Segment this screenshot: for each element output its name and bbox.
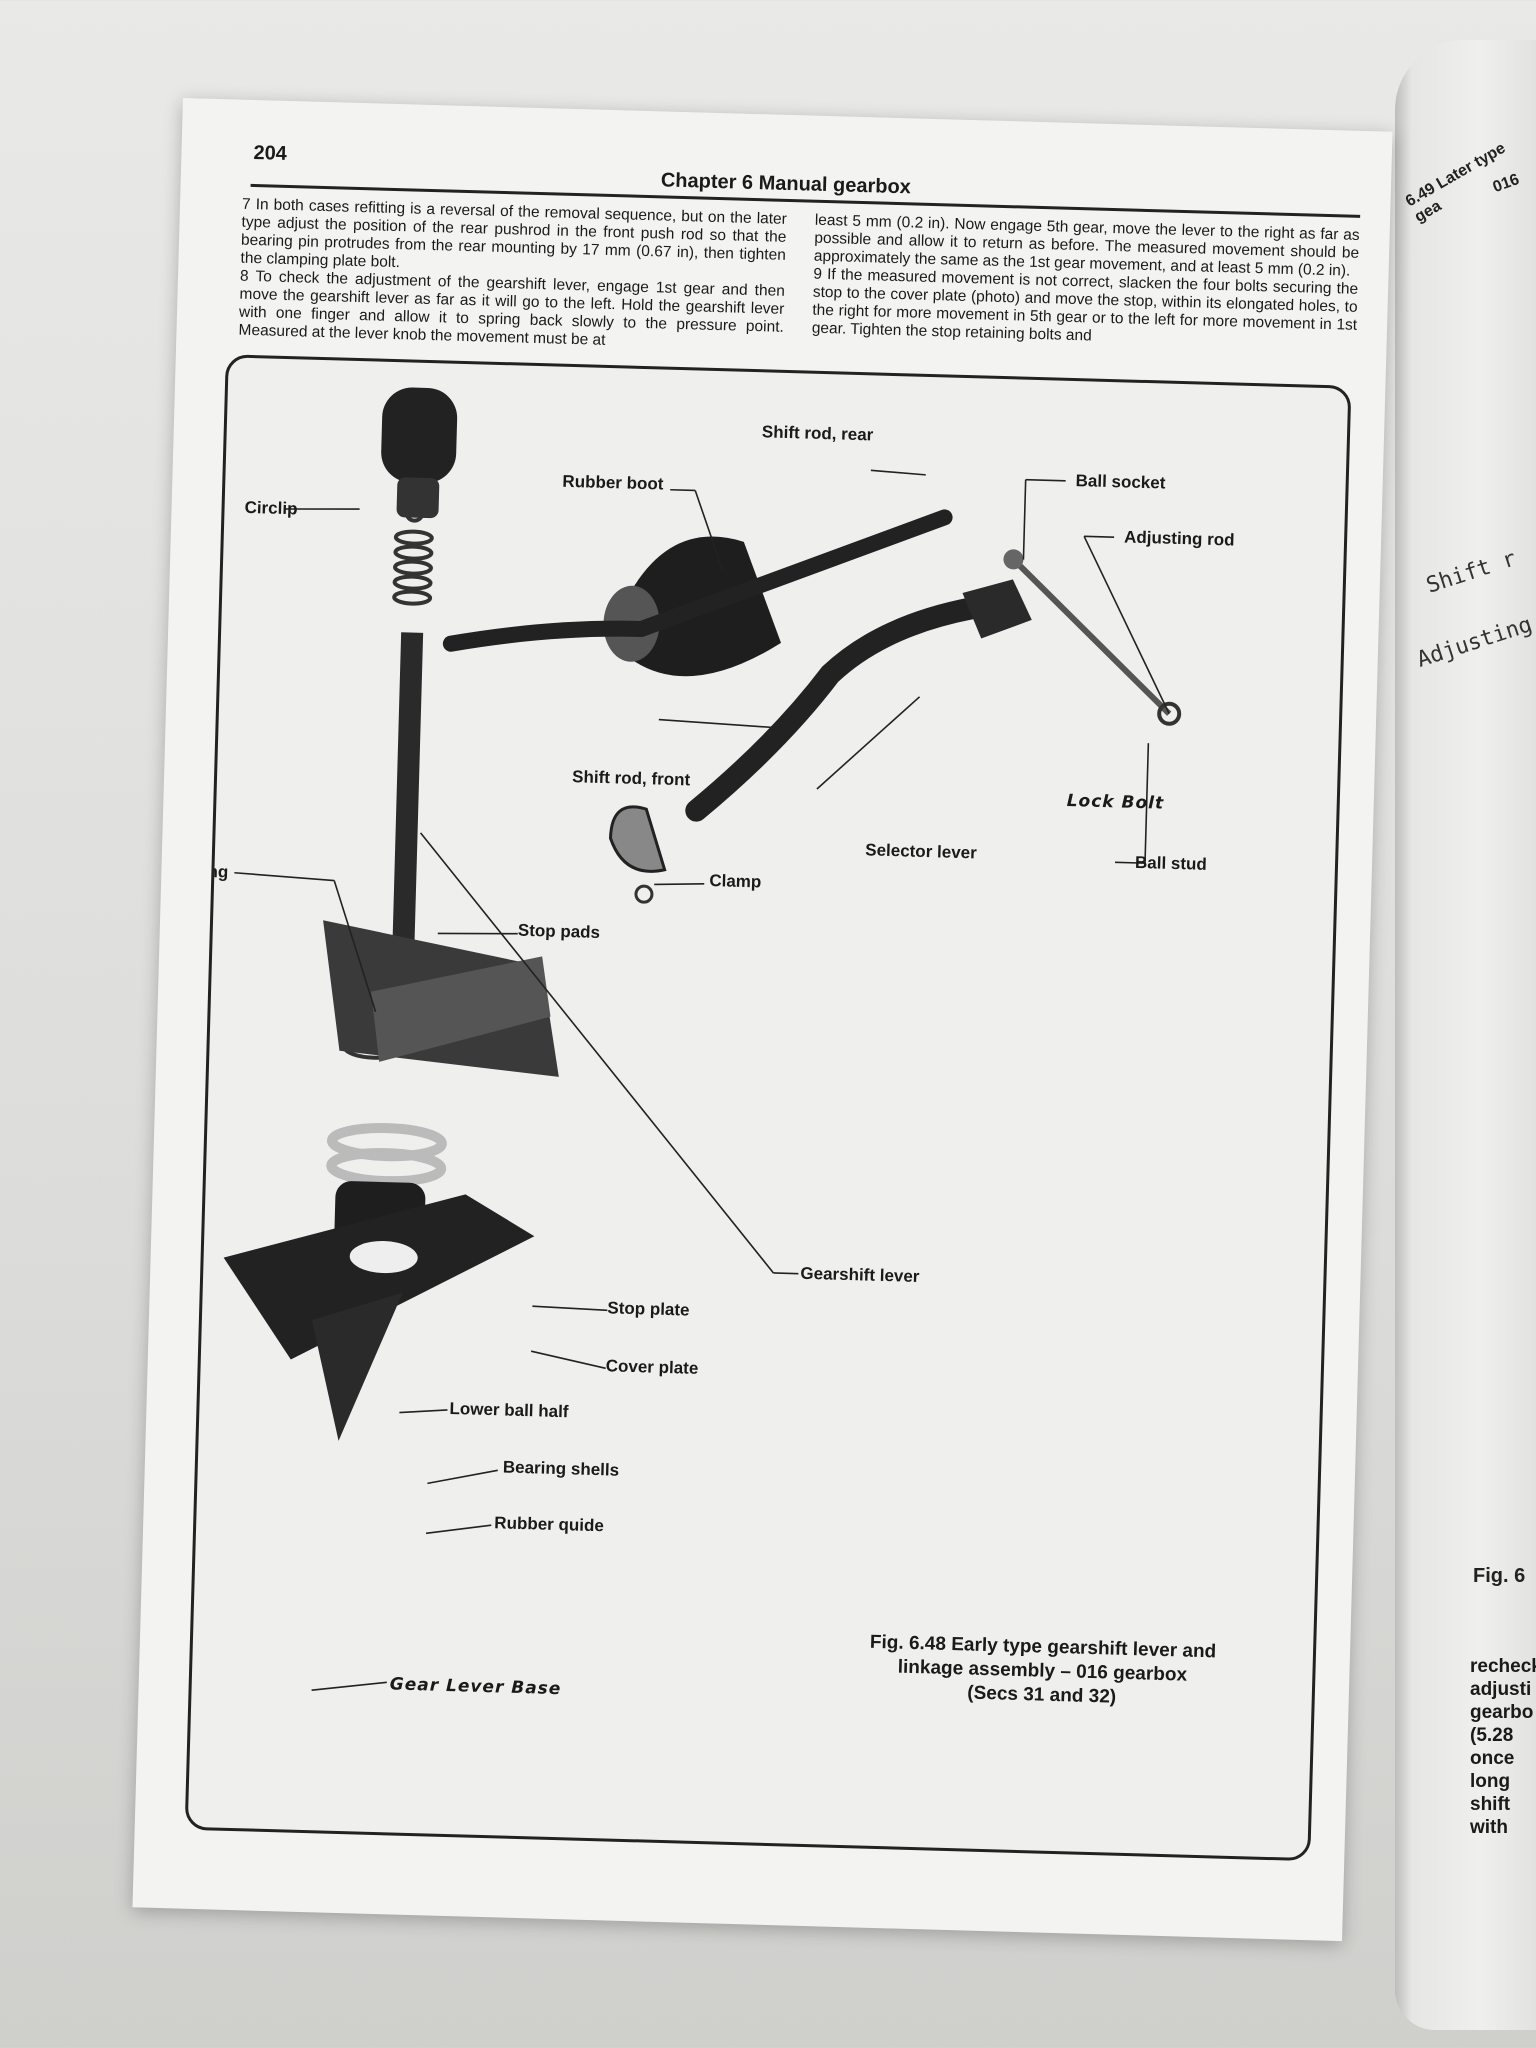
label-bearing-shells: Bearing shells (502, 1457, 620, 1480)
text-line: adjusti (1470, 1679, 1532, 1700)
label-shift-rod-rear: Shift rod, rear (761, 422, 874, 445)
label-spring: Spring (184, 861, 229, 882)
figure-caption: Fig. 6.48 Early type gearshift lever and… (841, 1630, 1243, 1713)
text-line: (5.28 (1470, 1725, 1514, 1746)
next-page-curl: 6.49 Later type gea 016 Shift r Adjustin… (1395, 40, 1536, 2030)
label-clamp: Clamp (709, 871, 762, 892)
label-selector-lever: Selector lever (865, 840, 978, 863)
next-page-text: recheck adjusti gearbo (5.28 once long s… (1470, 1655, 1536, 1839)
gear-lever-base-icon (223, 1181, 535, 1441)
text-line: long (1470, 1771, 1511, 1792)
next-page-label: Adjusting (1414, 612, 1536, 673)
text-line: recheck (1470, 1656, 1536, 1677)
label-stop-plate: Stop plate (607, 1298, 690, 1320)
label-gearshift-lever: Gearshift lever (800, 1263, 920, 1287)
next-page-fig-ref: Fig. 6 (1473, 1565, 1526, 1587)
shift-rod-rear (442, 509, 953, 652)
text-line: once (1470, 1748, 1515, 1769)
clamp-icon (608, 805, 667, 904)
right-text-column: least 5 mm (0.2 in). Now engage 5th gear… (812, 212, 1360, 353)
adjusting-rod-icon (1003, 549, 1182, 726)
chapter-title: Chapter 6 Manual gearbox (660, 169, 912, 199)
text-line: shift (1470, 1794, 1511, 1815)
leader-lines (234, 469, 1170, 1692)
paragraph: 8 To check the adjustment of the gearshi… (238, 267, 786, 349)
label-ball-socket: Ball socket (1075, 471, 1166, 493)
label-adjusting-rod: Adjusting rod (1123, 527, 1235, 550)
exploded-diagram (223, 387, 1182, 1692)
label-circlip: Circlip (244, 497, 298, 519)
label-rubber-boot: Rubber boot (562, 471, 664, 494)
label-ball-stud: Ball stud (1134, 852, 1208, 874)
left-text-column: 7 In both cases refitting is a reversal … (238, 196, 787, 355)
shift-rod-front (685, 597, 984, 822)
label-rubber-guide: Rubber quide (494, 1513, 605, 1536)
label-stop-pads: Stop pads (517, 920, 601, 942)
text-line: gearbo (1470, 1702, 1534, 1723)
bearing-shells-icon (326, 1123, 447, 1187)
selector-lever-icon (962, 579, 1032, 639)
label-cover-plate: Cover plate (605, 1356, 699, 1378)
label-shift-rod-front: Shift rod, front (571, 767, 691, 790)
paragraph: 9 If the measured movement is not correc… (811, 265, 1359, 345)
manual-page: 204 Chapter 6 Manual gearbox 7 In both c… (132, 98, 1393, 1942)
label-lock-bolt: Lock Bolt (1066, 790, 1165, 814)
page-number: 204 (253, 141, 288, 165)
figure-gearshift-assembly: Shift rod, rear Rubber boot Circlip Ball… (184, 354, 1352, 1862)
gear-knob-icon (381, 387, 458, 519)
cover-plate-icon (323, 920, 559, 1077)
label-lower-ball-half: Lower ball half (449, 1398, 569, 1422)
next-page-label: Shift r (1423, 546, 1520, 599)
text-line: with (1470, 1817, 1508, 1838)
